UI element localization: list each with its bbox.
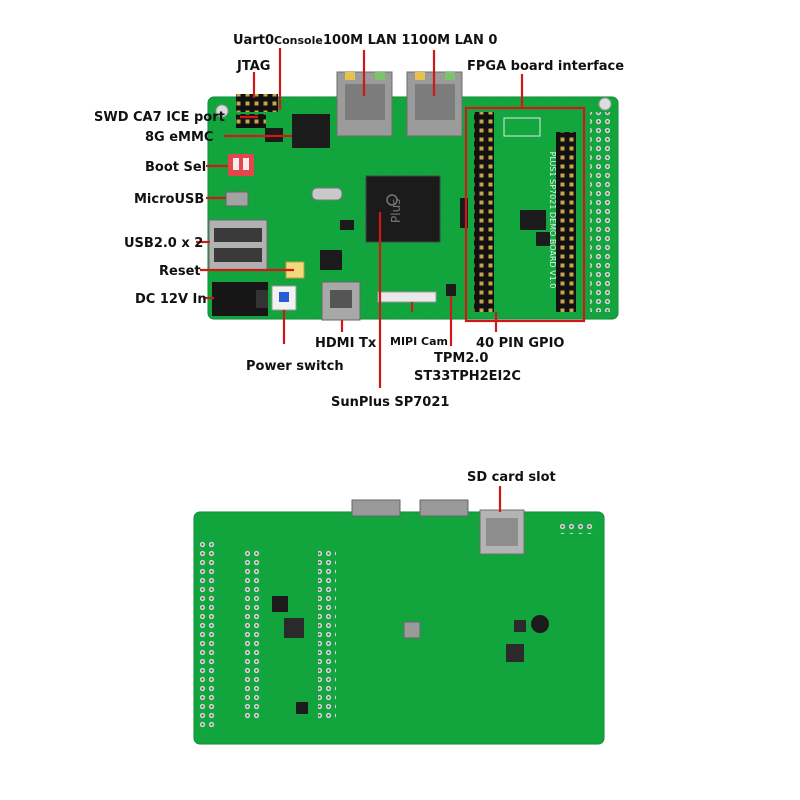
bottom-holes-left <box>198 540 216 730</box>
top-board: Plus PLUS1 SP7021 DEMO BOARD V1.0 <box>207 71 619 323</box>
microusb-port <box>225 191 249 207</box>
tpm-chip <box>446 284 456 296</box>
board-silkscreen: PLUS1 SP7021 DEMO BOARD V1.0 <box>548 152 557 289</box>
label-tpm-chip: ST33TPH2EI2C <box>414 369 521 384</box>
usb-ports <box>208 219 268 271</box>
label-jtag: JTAG <box>236 59 270 74</box>
fpga-region: PLUS1 SP7021 DEMO BOARD V1.0 <box>470 108 578 318</box>
fpga-header-right <box>556 132 576 312</box>
label-power-switch: Power switch <box>246 359 344 374</box>
label-emmc: 8G eMMC <box>145 130 213 145</box>
label-fpga: FPGA board interface <box>467 59 624 74</box>
emmc-chip <box>292 114 330 148</box>
jtag-header <box>236 94 278 112</box>
label-lan1: 100M LAN 1 <box>323 33 410 48</box>
label-gpio: 40 PIN GPIO <box>476 336 564 351</box>
label-mipi: MIPI Cam <box>390 335 448 348</box>
fpga-header-left <box>474 112 494 312</box>
label-hdmi: HDMI Tx <box>315 336 377 351</box>
label-microusb: MicroUSB <box>134 192 204 207</box>
label-boot-sel: Boot Sel <box>145 160 206 175</box>
label-dc-in: DC 12V In <box>135 292 207 307</box>
label-console: Console <box>274 34 323 47</box>
label-lan0: 100M LAN 0 <box>410 33 497 48</box>
label-tpm: TPM2.0 <box>434 351 488 366</box>
mipi-connector <box>377 291 437 303</box>
label-reset: Reset <box>159 264 201 279</box>
bottom-board <box>193 499 605 745</box>
label-sd-card: SD card slot <box>467 470 556 485</box>
labels-top: Uart0 Console 100M LAN 1 100M LAN 0 JTAG… <box>94 33 624 410</box>
bottom-holes-mid <box>244 548 262 720</box>
chip-marking: Plus <box>389 199 403 223</box>
label-usb2: USB2.0 x 2 <box>124 236 203 251</box>
label-uart0: Uart0 <box>233 33 274 48</box>
sunplus-soc: Plus <box>365 175 441 243</box>
right-edge-holes <box>590 112 610 312</box>
leader-lines <box>196 48 524 388</box>
label-soc: SunPlus SP7021 <box>331 395 449 410</box>
label-swd: SWD CA7 ICE port <box>94 110 225 125</box>
lan1-jack <box>336 71 393 137</box>
boot-sel-switch <box>228 154 254 176</box>
